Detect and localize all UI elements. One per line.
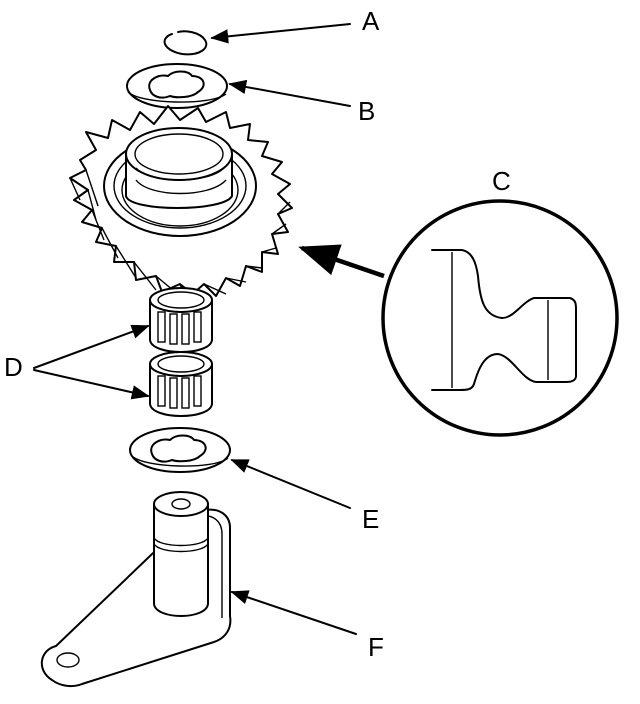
callout-f: F — [368, 632, 384, 662]
leader-d-lower — [33, 369, 150, 400]
thrust-washer-bottom — [129, 427, 231, 473]
helical-gear — [69, 105, 293, 301]
leader-e — [230, 459, 351, 509]
detail-circle — [381, 199, 619, 437]
callout-c: C — [492, 166, 511, 196]
shaft-bracket — [41, 491, 232, 688]
callout-a: A — [362, 6, 380, 36]
leader-a — [210, 23, 351, 44]
thrust-washer-top — [126, 63, 228, 109]
leader-lines — [33, 23, 385, 635]
needle-bearing-lower — [149, 351, 213, 417]
leader-b — [228, 79, 351, 107]
callout-d: D — [4, 352, 23, 382]
callout-e: E — [362, 504, 379, 534]
leader-c — [298, 244, 385, 279]
snap-ring — [163, 30, 208, 56]
leader-f — [230, 590, 357, 635]
callout-b: B — [358, 96, 375, 126]
leader-d-upper — [33, 324, 150, 369]
needle-bearing-upper — [149, 287, 213, 353]
